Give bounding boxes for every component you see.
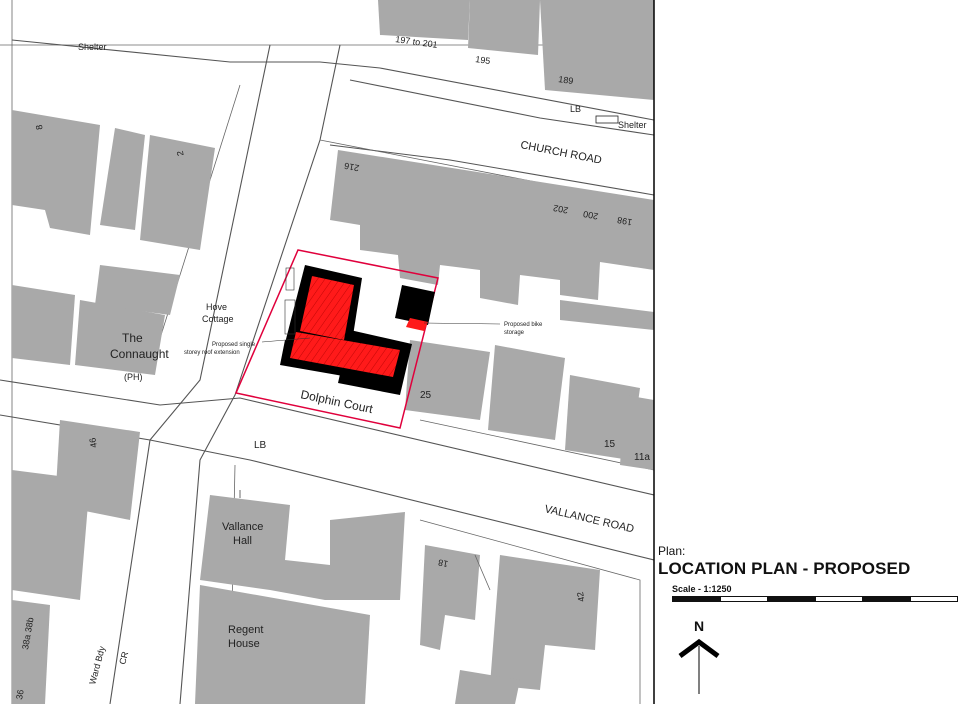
label-hove-cottage-line1: Hove bbox=[206, 302, 227, 312]
label-vallance-hall: Vallance Hall bbox=[222, 521, 266, 547]
label-regent-house-line1: Regent bbox=[228, 624, 263, 636]
label-house-189: 189 bbox=[558, 74, 574, 86]
north-arrow-icon bbox=[678, 638, 720, 694]
label-house-25: 25 bbox=[420, 390, 432, 401]
vallance-road-north bbox=[0, 379, 654, 496]
label-extension-note: Proposed single storey roof extension bbox=[184, 342, 257, 356]
label-house-200: 200 bbox=[582, 209, 599, 222]
label-regent-house-line2: House bbox=[228, 638, 260, 650]
site-boundary bbox=[234, 249, 439, 429]
buildings-west bbox=[12, 110, 215, 704]
label-bike-note-line2: storage bbox=[504, 330, 525, 336]
title-block: Plan: LOCATION PLAN - PROPOSED Scale - 1… bbox=[654, 540, 960, 704]
label-ward-bdy: Ward Bdy bbox=[87, 645, 107, 686]
proposed-extension-hatch bbox=[300, 276, 354, 340]
plot-boundary-5 bbox=[419, 419, 654, 471]
buildings-church-road-north bbox=[378, 0, 654, 100]
label-dolphin-court: Dolphin Court bbox=[299, 387, 374, 416]
label-connaught-line2: Connaught bbox=[110, 347, 169, 361]
church-road-edge-south bbox=[349, 79, 654, 136]
label-house-11a: 11a bbox=[634, 452, 650, 463]
plot-boundary-3 bbox=[419, 519, 641, 704]
buildings-south-east bbox=[405, 340, 654, 470]
buildings-south bbox=[195, 495, 600, 704]
scale-bar bbox=[672, 596, 958, 602]
plan-title: LOCATION PLAN - PROPOSED bbox=[658, 559, 911, 578]
north-label: N bbox=[694, 618, 705, 634]
label-connaught-line1: The bbox=[122, 331, 143, 345]
label-ph: (PH) bbox=[124, 372, 143, 382]
plan-label: Plan: bbox=[658, 544, 686, 558]
label-house-202: 202 bbox=[552, 203, 569, 216]
shelter-symbol bbox=[595, 115, 619, 124]
label-hove-cottage-line2: Cottage bbox=[202, 314, 234, 324]
label-cr: CR bbox=[117, 650, 130, 666]
label-bike-note-line1: Proposed bike bbox=[504, 322, 543, 328]
label-vallance-road: VALLANCE ROAD bbox=[543, 503, 635, 535]
label-house-46: 46 bbox=[87, 437, 99, 449]
side-road-west bbox=[109, 44, 271, 704]
label-regent-house: Regent House bbox=[228, 624, 267, 650]
label-church-road: CHURCH ROAD bbox=[519, 139, 602, 167]
label-house-8: 8 bbox=[34, 124, 45, 131]
church-road-edge-north bbox=[11, 39, 654, 121]
label-shelter-top: Shelter bbox=[78, 42, 107, 52]
label-house-15: 15 bbox=[604, 439, 616, 450]
buildings-church-road-terrace bbox=[330, 150, 654, 330]
label-extension-note-line1: Proposed single bbox=[212, 342, 256, 348]
label-vallance-hall-line2: Hall bbox=[233, 535, 252, 547]
dolphin-court-building bbox=[280, 265, 435, 395]
label-house-36: 36 bbox=[14, 689, 26, 701]
label-house-42: 42 bbox=[575, 591, 587, 603]
label-house-216: 216 bbox=[343, 161, 360, 174]
label-house-198: 198 bbox=[616, 215, 633, 228]
label-hove-cottage: Hove Cottage bbox=[202, 302, 234, 324]
label-house-195: 195 bbox=[475, 54, 491, 66]
plan-scale: Scale - 1:1250 bbox=[672, 584, 732, 594]
label-bike-note: Proposed bike storage bbox=[504, 322, 544, 336]
label-connaught: The Connaught bbox=[110, 331, 169, 361]
side-road-east bbox=[179, 44, 341, 704]
label-extension-note-line2: storey roof extension bbox=[184, 350, 240, 356]
proposed-bike-storage bbox=[406, 318, 428, 331]
label-shelter-right: Shelter bbox=[618, 120, 647, 130]
label-vallance-hall-line1: Vallance bbox=[222, 521, 263, 533]
label-lb-mid: LB bbox=[254, 440, 267, 451]
label-house-2: 2 bbox=[175, 150, 186, 157]
label-lb-top: LB bbox=[570, 104, 581, 114]
label-house-18: 18 bbox=[437, 557, 449, 569]
